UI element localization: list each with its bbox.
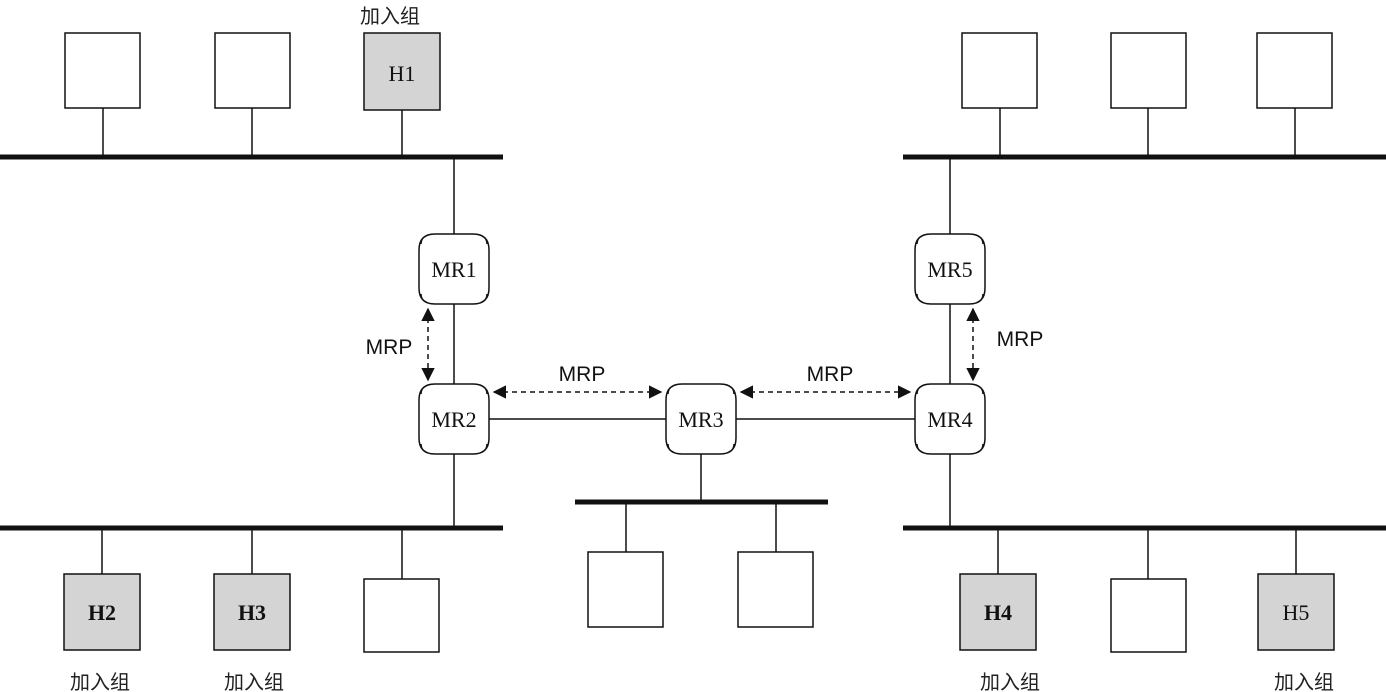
host-middle-2: [737, 551, 814, 628]
host-label-h1: H1: [389, 61, 416, 86]
mrp-label-mr2-mr3: MRP: [559, 363, 606, 386]
mrp-label-right: MRP: [997, 328, 1044, 351]
router-label-mr1: MR1: [431, 257, 476, 282]
join-group-caption-h2: 加入组: [70, 670, 130, 692]
router-mr1-shape: [418, 233, 490, 305]
router-mr4-shape: [914, 383, 986, 455]
join-group-caption-h5: 加入组: [1274, 670, 1334, 692]
mrp-label-mr3-mr4: MRP: [807, 363, 854, 386]
host-top-right-2: [1110, 32, 1187, 109]
host-label-h2: H2: [88, 600, 116, 625]
host-top-left-2: [214, 32, 291, 109]
host-label-h4: H4: [984, 600, 1012, 625]
host-bottom-left-3: [363, 578, 440, 653]
router-label-mr5: MR5: [927, 257, 972, 282]
host-label-h3: H3: [238, 600, 266, 625]
host-middle-1: [587, 551, 664, 628]
join-group-caption-h3: 加入组: [224, 670, 284, 692]
host-top-right-3: [1256, 32, 1333, 109]
hosts: [63, 32, 1335, 653]
lan-buses: [0, 154, 1386, 531]
join-group-caption-h4: 加入组: [980, 670, 1040, 692]
router-mr2-shape: [418, 383, 490, 455]
router-label-mr3: MR3: [678, 407, 723, 432]
mrp-label-left: MRP: [366, 336, 413, 359]
router-mr5-shape: [914, 233, 986, 305]
routers: [418, 233, 986, 455]
join-group-caption-h1: 加入组: [360, 4, 420, 28]
host-h2: [63, 573, 141, 651]
host-top-right-1: [961, 32, 1038, 109]
host-h5: [1257, 573, 1335, 651]
mrp-arrows: [421, 307, 980, 399]
host-h4: [959, 573, 1037, 651]
connector-lines: [101, 108, 1297, 579]
host-h3: [213, 573, 291, 651]
host-h1: [363, 32, 441, 111]
router-label-mr2: MR2: [431, 407, 476, 432]
router-label-mr4: MR4: [927, 407, 972, 432]
host-top-left-1: [64, 32, 141, 109]
host-bottom-right-2: [1110, 578, 1187, 653]
host-label-h5: H5: [1283, 600, 1310, 625]
router-mr3-shape: [665, 383, 737, 455]
